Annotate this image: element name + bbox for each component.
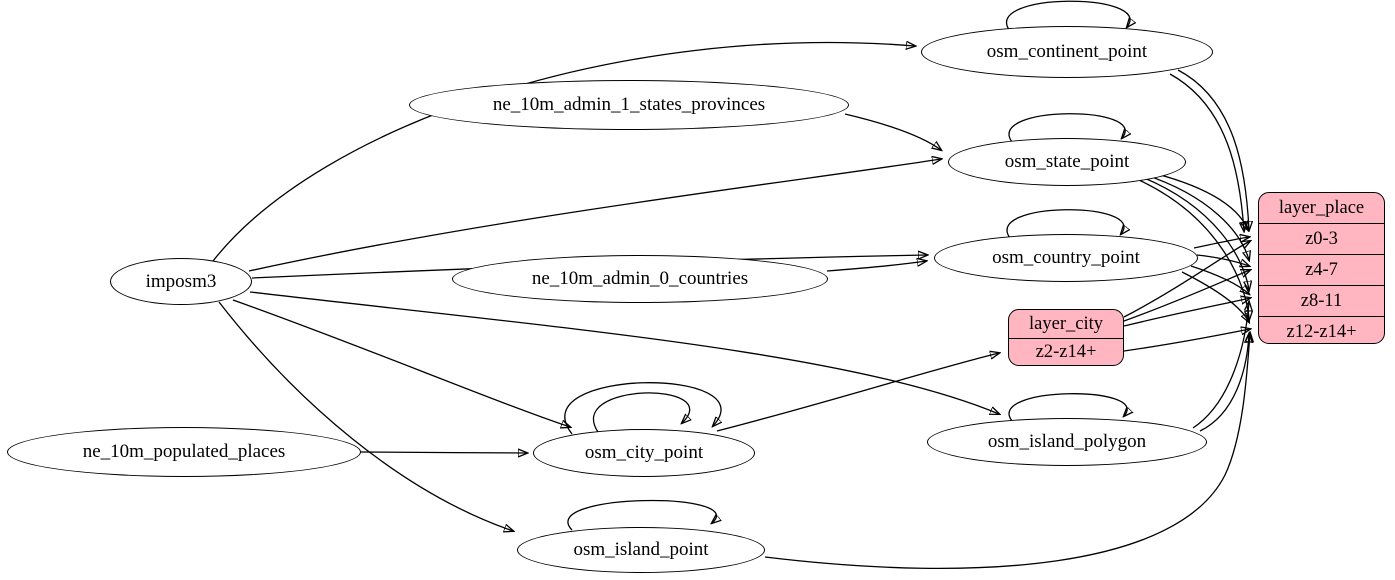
edge-country-z12 <box>1181 271 1249 322</box>
edge-ne1-state <box>844 113 941 150</box>
edge-islandpolygon-z8 <box>1192 302 1249 429</box>
selfloop-city-inner <box>593 392 690 433</box>
edge-layercity-z12 <box>1123 329 1250 352</box>
record-title: layer_city <box>1029 314 1103 334</box>
node-osm-country-point: osm_country_point <box>934 234 1198 282</box>
edge-continent-z0 <box>1177 69 1249 230</box>
record-row-z4-7: z4-7 <box>1259 254 1384 285</box>
node-label: osm_state_point <box>1004 151 1130 172</box>
edge-islandpolygon-z12 <box>1199 334 1249 432</box>
edge-state-z4 <box>1142 173 1249 260</box>
record-row-z2-z14: z2-z14+ <box>1009 338 1123 365</box>
selfloop-continent <box>1006 0 1131 32</box>
selfloop-city-outer <box>564 382 721 435</box>
node-label: osm_continent_point <box>986 41 1148 62</box>
node-label: ne_10m_admin_1_states_provinces <box>492 94 766 115</box>
node-label: osm_island_point <box>573 539 709 560</box>
edge-city-layercity <box>716 353 999 432</box>
edge-imposm3-state <box>248 159 941 272</box>
node-label: osm_island_polygon <box>987 431 1147 452</box>
record-row-z8-11: z8-11 <box>1259 285 1384 316</box>
selfloop-island-point <box>567 499 717 531</box>
record-row-z0-3: z0-3 <box>1259 223 1384 254</box>
edge-country-z8 <box>1190 265 1249 294</box>
edge-layercity-z8 <box>1123 298 1250 327</box>
selfloop-state <box>1008 113 1125 143</box>
edge-islandpoint-z12 <box>764 333 1250 569</box>
selfloop-country <box>1006 209 1124 239</box>
edge-nepop-city <box>360 452 527 453</box>
edge-ne0-country <box>826 261 926 272</box>
node-label: imposm3 <box>145 270 217 292</box>
record-row-z12-z14: z12-z14+ <box>1259 316 1384 343</box>
record-layer-place: layer_place z0-3 z4-7 z8-11 z12-z14+ <box>1258 192 1385 344</box>
edge-continent-z0b <box>1169 73 1244 231</box>
node-osm-island-polygon: osm_island_polygon <box>927 418 1207 466</box>
record-layer-city: layer_city z2-z14+ <box>1008 309 1124 366</box>
edge-imposm3-island-polygon <box>249 291 999 414</box>
node-osm-city-point: osm_city_point <box>533 429 755 477</box>
edge-country-z4 <box>1196 254 1249 266</box>
node-ne-10m-populated-places: ne_10m_populated_places <box>7 427 361 477</box>
node-label: ne_10m_admin_0_countries <box>531 268 749 289</box>
node-osm-state-point: osm_state_point <box>948 138 1186 186</box>
edge-imposm3-city <box>232 299 570 427</box>
edge-layercity-z4 <box>1123 270 1250 322</box>
node-ne-10m-admin-0-countries: ne_10m_admin_0_countries <box>452 255 828 303</box>
edge-imposm3-continent <box>212 43 915 262</box>
node-osm-island-point: osm_island_point <box>517 527 765 573</box>
edge-imposm3-island-point <box>218 301 513 531</box>
node-label: osm_country_point <box>992 247 1140 268</box>
selfloop-island-polygon <box>1008 393 1127 422</box>
edge-layercity-z0 <box>1123 241 1250 318</box>
node-imposm3: imposm3 <box>110 258 252 305</box>
node-label: ne_10m_populated_places <box>82 441 286 462</box>
node-label: osm_city_point <box>584 442 704 463</box>
edge-country-z0 <box>1193 237 1249 249</box>
node-osm-continent-point: osm_continent_point <box>921 26 1213 78</box>
edge-state-z8 <box>1141 176 1249 290</box>
record-title: layer_place <box>1278 198 1365 218</box>
node-ne-10m-admin-1-states-provinces: ne_10m_admin_1_states_provinces <box>409 80 849 130</box>
